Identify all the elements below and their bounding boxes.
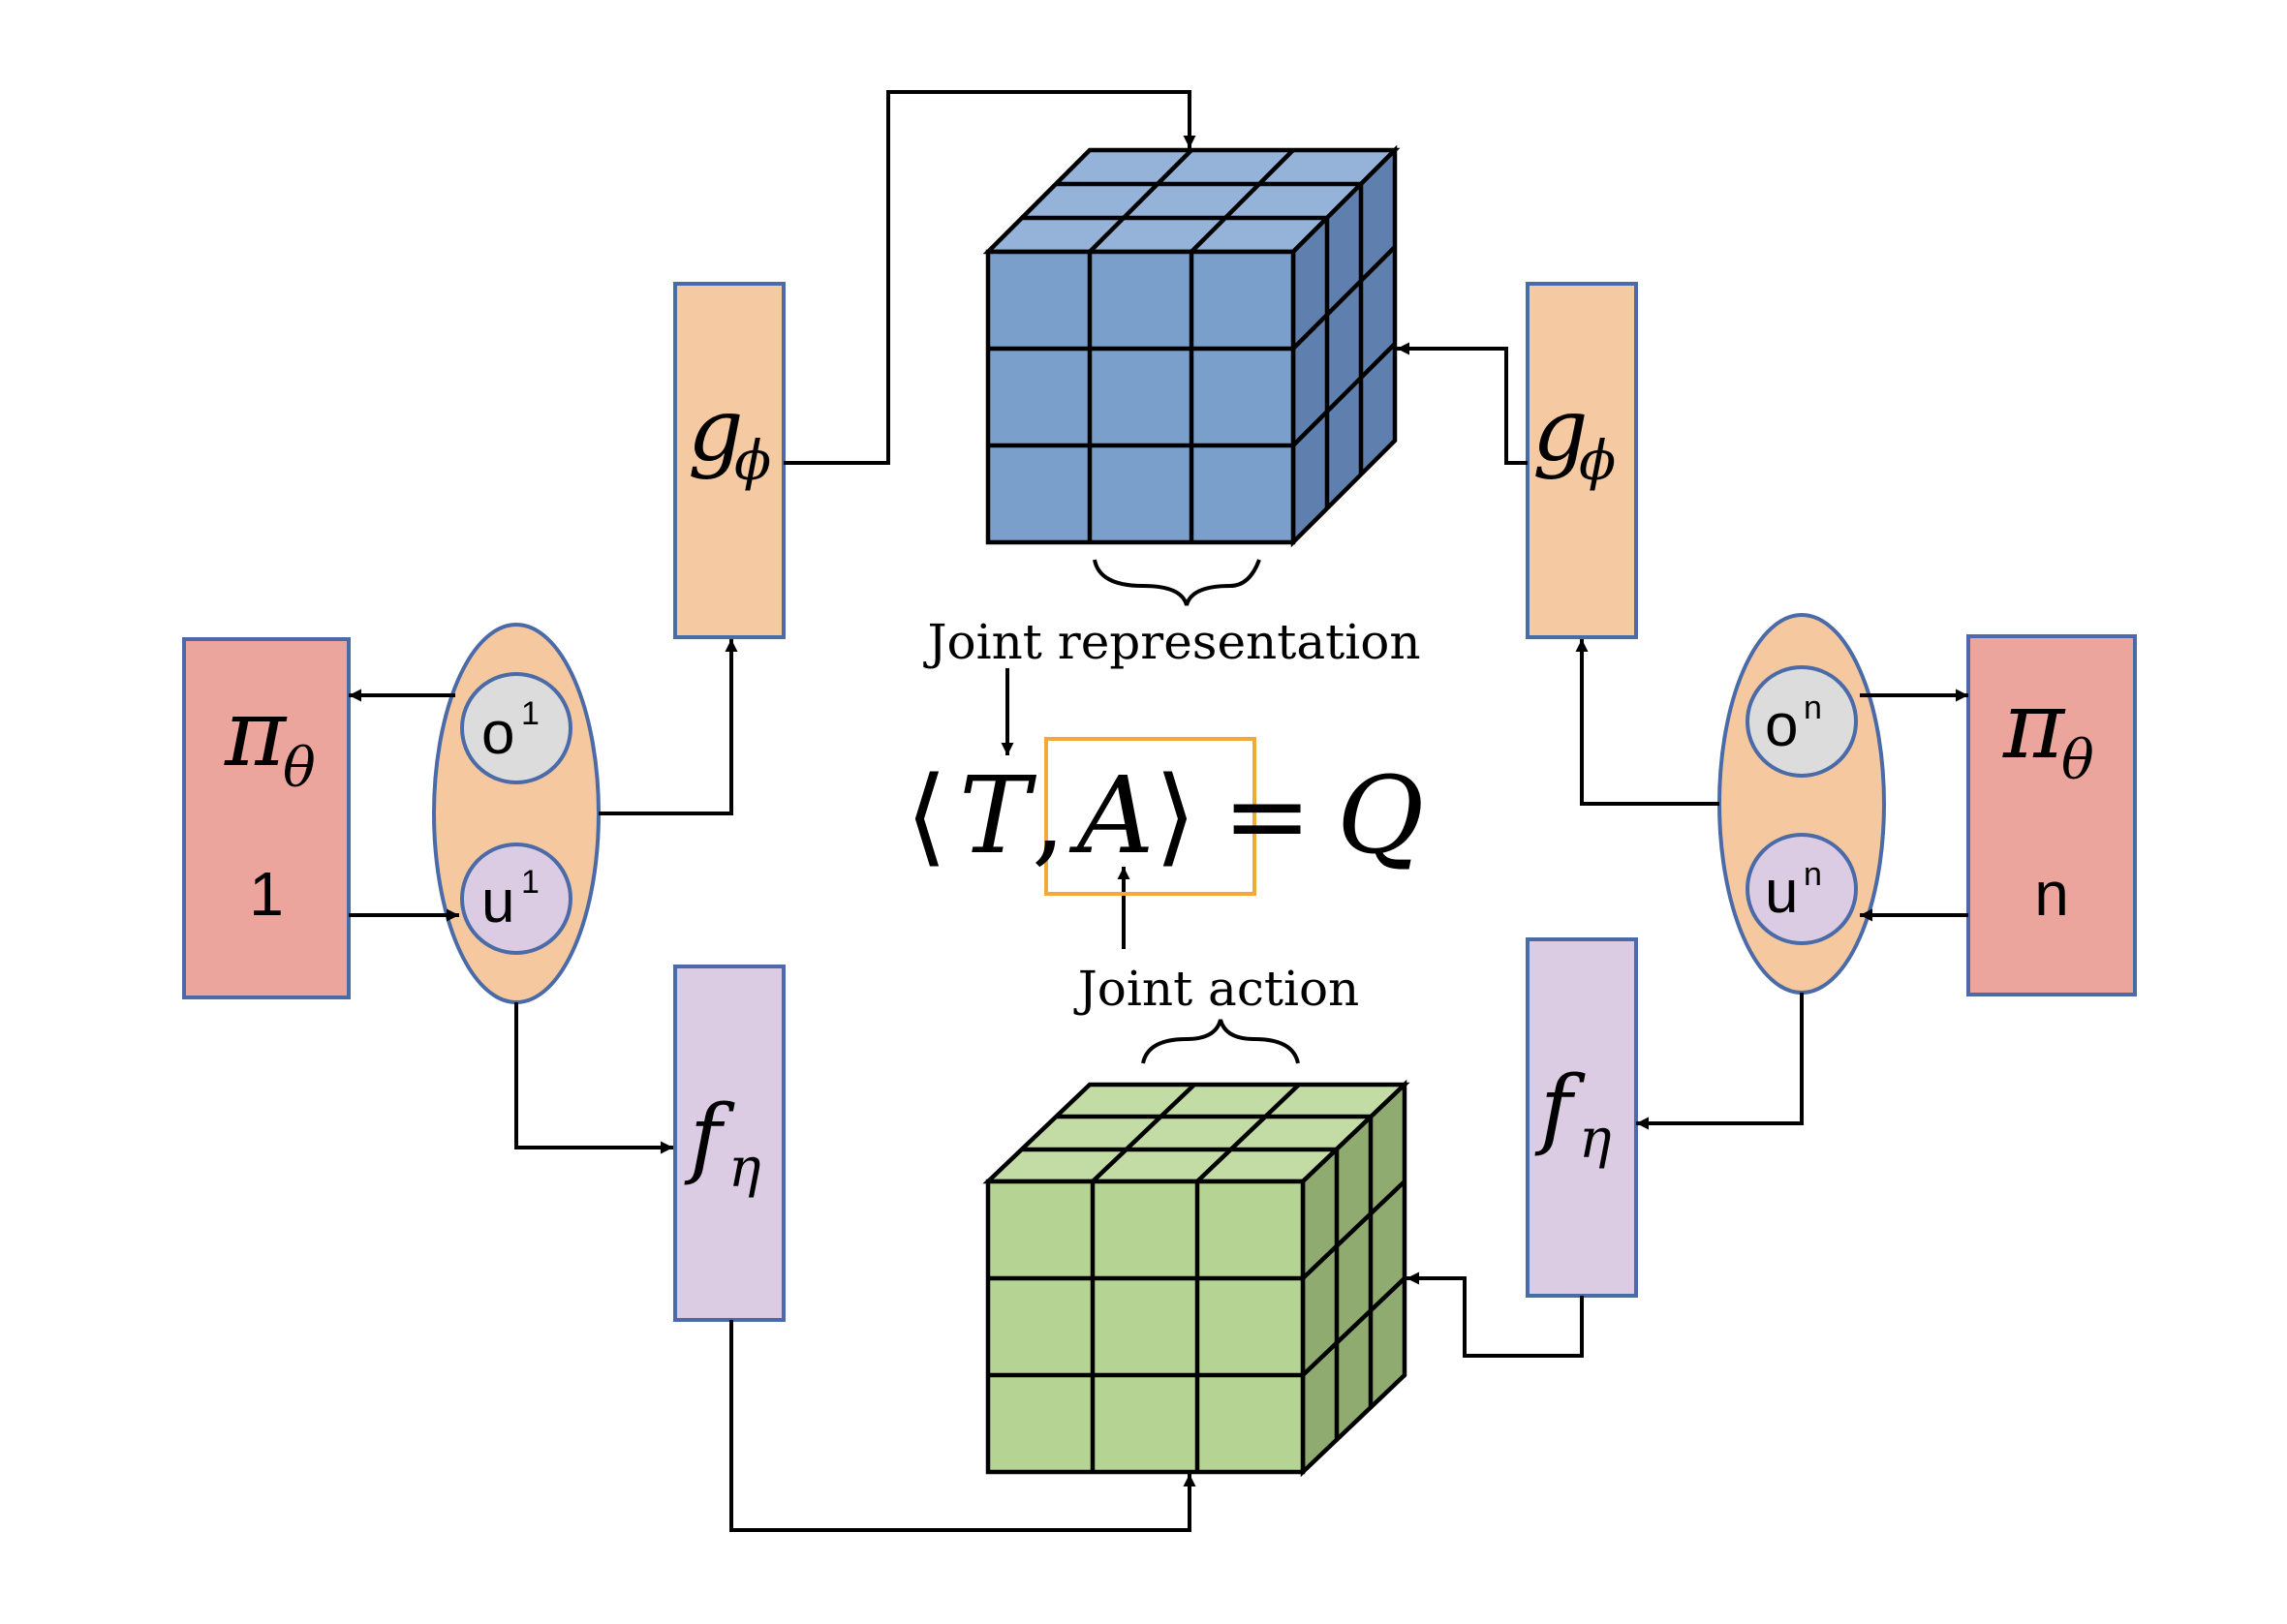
equation-equals: = <box>1222 753 1312 877</box>
agent-1-observation-base: o <box>481 700 514 767</box>
right-f-subscript: η <box>1579 1108 1612 1171</box>
edge-right-g-to-rep-cube <box>1397 342 1528 465</box>
agent-n-action-base: u <box>1765 859 1798 926</box>
edge-f-to-act-cube <box>729 1320 1196 1532</box>
agent-1-policy-symbol: π <box>224 679 288 787</box>
agent-1-action-circle <box>460 843 572 955</box>
right-g-symbol: g <box>1532 380 1589 481</box>
agent-n-observation-sup: n <box>1804 689 1822 726</box>
equation-open-bracket: ⟨ <box>906 753 947 877</box>
edge-agent1-to-g <box>599 639 738 815</box>
left-f-box <box>673 965 786 1322</box>
agent-n-policy-box <box>1966 634 2137 996</box>
agent-n-policy-subscript: θ <box>2061 729 2094 792</box>
agent-1: π θ 1 o 1 u 1 <box>182 623 601 1004</box>
agent-n: π θ n o n u n <box>1717 613 2137 996</box>
rep-cube-grid-lines <box>988 148 1397 542</box>
left-g-network: g ϕ <box>673 282 786 639</box>
joint-action-brace <box>1141 1019 1300 1064</box>
right-f-box <box>1526 937 1638 1298</box>
joint-action-label: Joint action <box>1073 961 1360 1017</box>
agent-1-action-base: u <box>481 869 514 935</box>
edge-agentn-to-f <box>1636 993 1804 1130</box>
agent-1-policy-box <box>182 637 351 999</box>
joint-action-cube <box>982 1079 1410 1478</box>
left-g-subscript: ϕ <box>734 430 771 493</box>
act-cube-grid-lines <box>988 1083 1406 1472</box>
left-g-box <box>673 282 786 639</box>
edge-agent1-to-f <box>514 1002 673 1154</box>
agent-n-policy-symbol: π <box>2002 671 2066 780</box>
equation-T: T <box>959 753 1037 877</box>
action-highlight-box <box>1044 737 1256 896</box>
right-g-box <box>1526 282 1638 639</box>
joint-representation-label: Joint representation <box>922 614 1420 670</box>
agent-n-action-circle <box>1746 833 1858 945</box>
agent-n-observation-circle <box>1746 665 1858 778</box>
edge-right-f-to-act-cube <box>1406 1272 1584 1358</box>
agent-1-observation-sup: 1 <box>521 695 540 732</box>
left-g-symbol: g <box>688 380 744 481</box>
edge-agentn-to-g <box>1575 639 1719 806</box>
agent-n-action-sup: n <box>1804 856 1822 893</box>
joint-representation-cube <box>982 144 1401 548</box>
agent-1-index: 1 <box>249 859 284 929</box>
connectors <box>349 90 1968 1532</box>
right-f-network: f η <box>1526 937 1638 1298</box>
equation-comma: , <box>1032 753 1066 877</box>
right-g-subscript: ϕ <box>1579 430 1616 493</box>
agent-n-observation-base: o <box>1765 692 1798 759</box>
equation-Q: Q <box>1337 753 1424 877</box>
agent-1-action-sup: 1 <box>521 864 540 901</box>
equation: ⟨ T , A ⟩ = Q <box>906 753 1424 877</box>
agent-1-policy-subscript: θ <box>283 737 316 800</box>
rep-cube-front-face <box>985 249 1296 545</box>
equation-close-bracket: ⟩ <box>1155 753 1196 877</box>
agent-n-index: n <box>2034 859 2069 929</box>
equation-A: A <box>1068 753 1154 877</box>
joint-representation-brace <box>1093 559 1261 606</box>
edge-g-to-rep-cube <box>784 90 1196 465</box>
right-g-network: g ϕ <box>1526 282 1638 639</box>
left-f-network: f η <box>673 965 786 1322</box>
act-cube-front-face <box>985 1179 1306 1475</box>
left-f-subscript: η <box>728 1137 761 1200</box>
agent-1-observation-circle <box>460 672 572 784</box>
